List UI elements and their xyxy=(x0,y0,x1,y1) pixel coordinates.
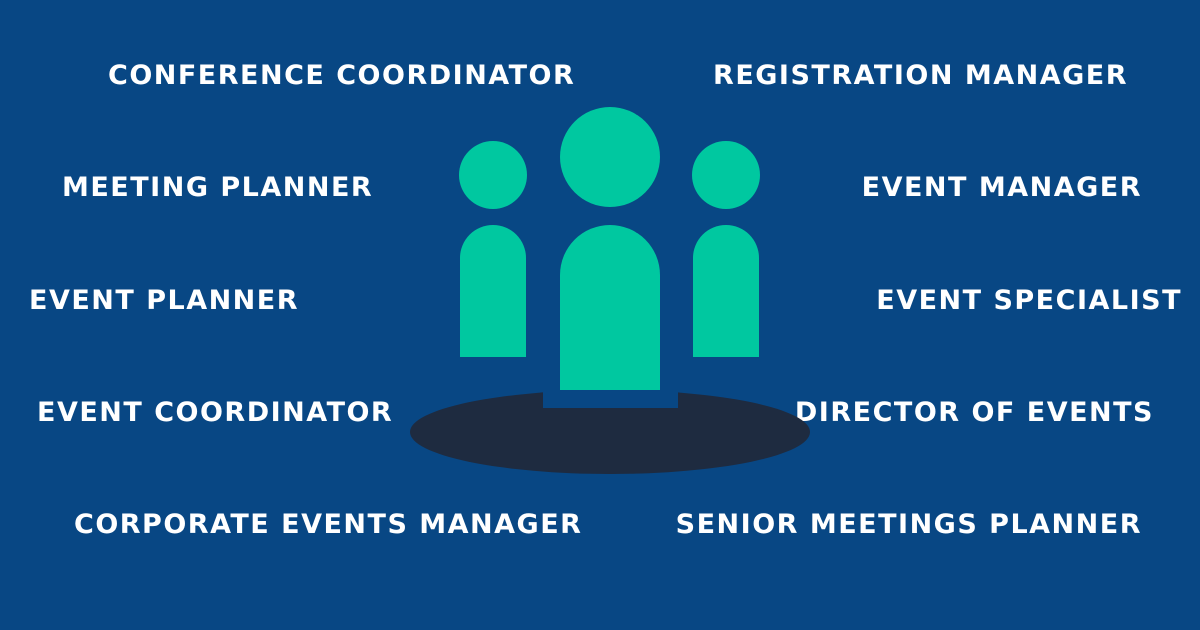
podium-platform-icon xyxy=(410,390,810,474)
center-person-head-icon xyxy=(560,107,660,207)
job-title-director-of-events: DIRECTOR OF EVENTS xyxy=(794,397,1154,428)
job-title-event-specialist: EVENT SPECIALIST xyxy=(876,285,1182,316)
left-person-body-icon xyxy=(460,225,526,357)
center-figure-base xyxy=(543,388,678,408)
job-title-event-planner: EVENT PLANNER xyxy=(29,285,300,316)
left-person-head-icon xyxy=(459,141,527,209)
job-title-meeting-planner: MEETING PLANNER xyxy=(62,172,374,203)
job-title-corporate-events-manager: CORPORATE EVENTS MANAGER xyxy=(74,509,583,540)
job-title-event-manager: EVENT MANAGER xyxy=(861,172,1142,203)
center-person-body-icon xyxy=(560,225,660,390)
people-group-illustration xyxy=(410,107,810,474)
job-title-senior-meetings-planner: SENIOR MEETINGS PLANNER xyxy=(675,509,1142,540)
right-person-head-icon xyxy=(692,141,760,209)
job-title-event-coordinator: EVENT COORDINATOR xyxy=(37,397,394,428)
right-person-body-icon xyxy=(693,225,759,357)
job-title-conference-coordinator: CONFERENCE COORDINATOR xyxy=(108,60,576,91)
job-title-registration-manager: REGISTRATION MANAGER xyxy=(713,60,1128,91)
